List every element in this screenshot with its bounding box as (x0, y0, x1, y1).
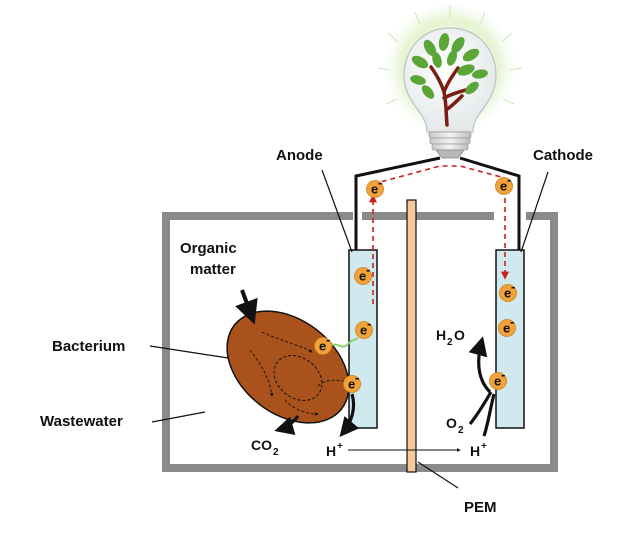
cathode-label: Cathode (533, 147, 593, 164)
bulb-rays (377, 5, 523, 105)
electron-anode-1: e- (354, 262, 372, 285)
anode-label: Anode (276, 147, 323, 164)
svg-text:e: e (503, 321, 510, 336)
svg-text:O: O (446, 415, 457, 431)
h-plus-left-label: H + (326, 441, 343, 459)
svg-text:-: - (326, 332, 330, 347)
svg-text:2: 2 (273, 447, 279, 458)
svg-text:-: - (507, 172, 511, 187)
bacterium-body (226, 310, 350, 424)
svg-text:e: e (360, 323, 367, 338)
svg-text:e: e (348, 377, 355, 392)
electron-anode-wire: e- (366, 175, 384, 198)
svg-text:H: H (470, 443, 480, 459)
wastewater-label: Wastewater (40, 413, 123, 430)
co2-label: CO 2 (251, 437, 279, 458)
proton-release-arrow (339, 393, 360, 437)
svg-text:-: - (511, 279, 515, 294)
bacterium-leader (149, 345, 229, 359)
electron-cathode-2: e- (498, 314, 516, 337)
electron-anode-2: e- (355, 316, 373, 339)
svg-text:-: - (510, 314, 514, 329)
electron-cathode-3: e- (489, 367, 507, 390)
water-formation-arrow (468, 336, 492, 394)
tree-icon (410, 33, 488, 127)
tank-rim-middle (362, 212, 494, 220)
svg-text:+: + (337, 441, 343, 452)
bulb-base (428, 131, 472, 159)
svg-text:e: e (500, 179, 507, 194)
electron-nanowire: e- (314, 332, 332, 355)
svg-text:e: e (371, 182, 378, 197)
svg-text:e: e (504, 286, 511, 301)
tank-rim-left (345, 212, 353, 220)
h2o-label: H 2 O (436, 327, 465, 348)
nanowire (329, 337, 359, 348)
electron-cathode-1: e- (499, 279, 517, 302)
o2-label: O 2 (446, 415, 464, 436)
electron-cathode-wire: e- (495, 172, 513, 195)
svg-text:+: + (481, 441, 487, 452)
svg-text:H: H (436, 327, 446, 343)
pem-leader (417, 461, 459, 489)
wastewater-leader (151, 411, 206, 423)
h-plus-right-label: H + (470, 441, 487, 459)
svg-text:2: 2 (447, 337, 453, 348)
bacterium-label: Bacterium (52, 338, 125, 355)
pem-membrane (406, 199, 417, 473)
co2-arrow (274, 415, 300, 436)
svg-text:H: H (326, 443, 336, 459)
cathode-electrode (495, 249, 525, 429)
svg-text:-: - (355, 370, 359, 385)
oxygen-arrow (468, 391, 493, 425)
svg-text:O: O (454, 327, 465, 343)
electron-bacterium: e- (343, 370, 361, 393)
svg-text:-: - (378, 175, 382, 190)
svg-text:-: - (501, 367, 505, 382)
svg-text:CO: CO (251, 437, 272, 453)
svg-text:-: - (366, 262, 370, 277)
electron-flow-over (372, 165, 506, 185)
anode-wire (354, 156, 441, 250)
pem-label: PEM (464, 499, 497, 516)
organic-matter-arrow (235, 289, 258, 325)
bacterium (226, 310, 350, 424)
anode-leader (321, 169, 353, 253)
light-bulb-icon (377, 5, 523, 159)
cathode-leader (520, 171, 549, 253)
cathode-wire (459, 156, 521, 250)
organic-matter-label-line1: Organic (180, 240, 237, 257)
svg-text:-: - (367, 316, 371, 331)
organic-matter-label-line2: matter (190, 261, 236, 278)
electron-icon: e- e- e- e- e- e- e- e- (314, 172, 517, 393)
svg-text:2: 2 (458, 425, 464, 436)
svg-text:e: e (494, 374, 501, 389)
svg-text:e: e (359, 269, 366, 284)
svg-text:e: e (319, 339, 326, 354)
proton-consume-arrow (482, 393, 496, 437)
